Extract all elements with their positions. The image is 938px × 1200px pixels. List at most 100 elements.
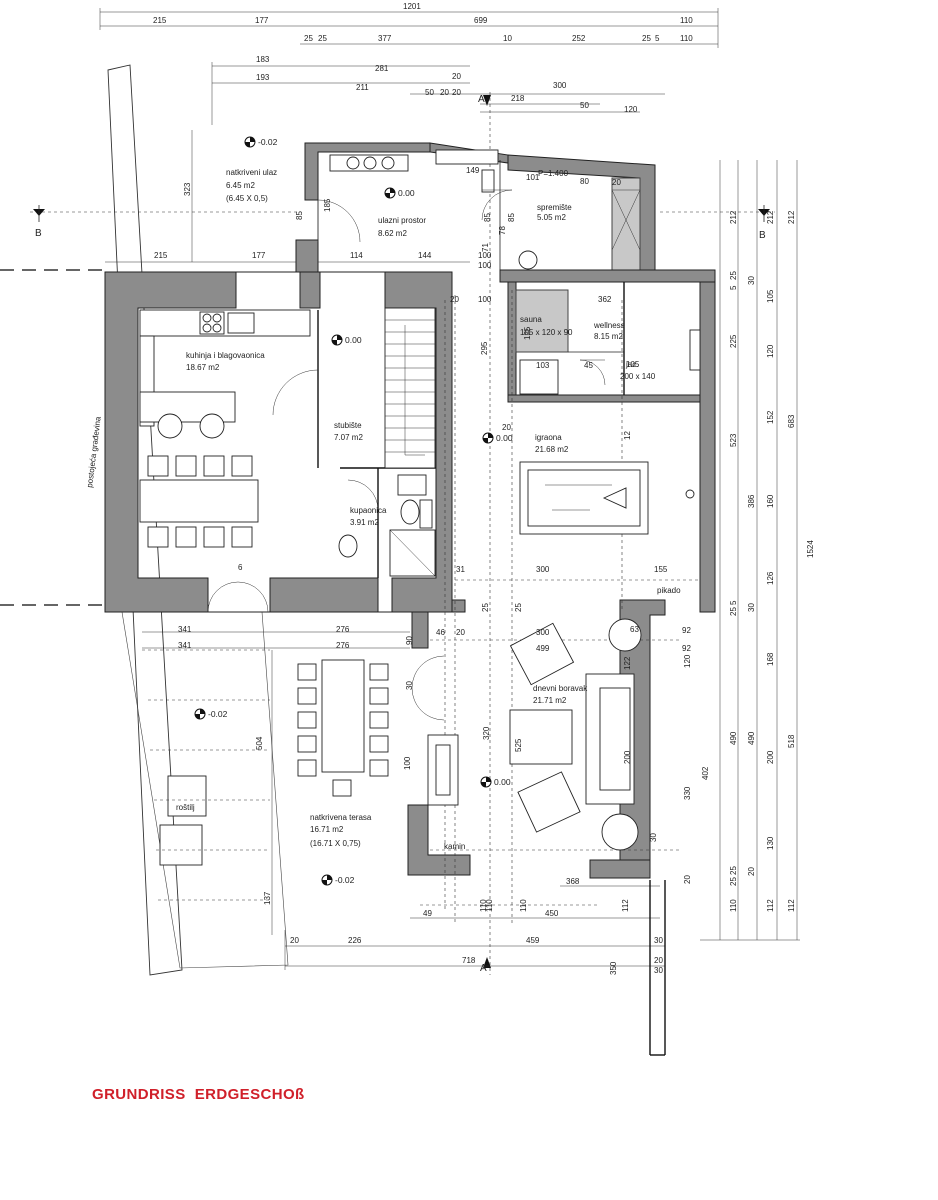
dim-left-114: 114: [350, 251, 363, 260]
dim-right-126: 126: [766, 571, 775, 585]
room-dnevni-boravak: dnevni boravak 21.71 m2: [533, 684, 588, 705]
dim-inner: 78: [498, 226, 507, 235]
room-area: 18.67 m2: [186, 363, 220, 372]
dim-inner: 100: [403, 756, 412, 770]
dim-inner: 25: [481, 603, 490, 612]
dim-top-110: 110: [680, 16, 693, 25]
dim-top-193: 193: [256, 73, 270, 82]
dim-inner: 71: [481, 243, 490, 252]
dim-inner: 85: [295, 211, 304, 220]
dim-top-20c: 20: [452, 88, 461, 97]
room-stubiste: stubište 7.07 m2: [334, 421, 363, 442]
dim-bottom-20b: 20: [654, 956, 663, 965]
level-value: -0.02: [208, 709, 228, 719]
dim-right-120b: 120: [683, 654, 692, 668]
level-value: 0.00: [494, 777, 511, 787]
dim-inner: 300: [536, 628, 550, 637]
dim-bottom-350: 350: [609, 961, 618, 975]
room-wellness: wellness 8.15 m2: [593, 321, 625, 341]
dim-top-215: 215: [153, 16, 167, 25]
dim-left-341b: 341: [178, 641, 192, 650]
room-name: stubište: [334, 421, 362, 430]
dim-inner: 20: [502, 423, 511, 432]
room-area: 7.07 m2: [334, 433, 363, 442]
dim-inner: 6: [238, 563, 243, 572]
dim-inner: 499: [536, 644, 550, 653]
dim-bottom-110b: 110: [519, 899, 528, 912]
entry-fixtures: [317, 149, 641, 270]
dim-right-25: 25: [729, 271, 738, 280]
level-marker: [384, 187, 396, 199]
dim-right-110: 110: [729, 899, 738, 912]
room-kupaonica: kupaonica 3.91 m2: [350, 506, 387, 527]
dim-right-168: 168: [766, 652, 775, 666]
room-extra: (16.71 X 0,75): [310, 839, 361, 848]
dim-inner: 45: [584, 361, 593, 370]
dim-bottom-112: 112: [621, 899, 630, 912]
dim-inner: 105: [626, 360, 640, 369]
dim-inner: 362: [598, 295, 612, 304]
dim-inner: 63: [630, 625, 639, 634]
dim-inner: 320: [482, 726, 491, 740]
room-name: spremište: [537, 203, 572, 212]
dim-right-30b: 30: [747, 603, 756, 612]
level-marker: [482, 432, 494, 444]
dim-inner: 100: [478, 295, 492, 304]
dim-inner: 295: [480, 341, 489, 355]
terrace-fixtures: [142, 649, 445, 901]
top-dimension-lines: [99, 8, 719, 125]
living-fixtures: [427, 618, 642, 851]
dim-inner: 46: [436, 628, 445, 637]
dim-top-218: 218: [511, 94, 525, 103]
dim-top-252: 252: [572, 34, 586, 43]
right-dimension-lines: [700, 160, 800, 941]
dim-left-341a: 341: [178, 625, 192, 634]
dim-inner: 30: [405, 681, 414, 690]
room-name: jac.: [625, 360, 638, 369]
room-kuhinja: kuhinja i blagovaonica 18.67 m2: [186, 351, 265, 372]
dim-right-330: 330: [683, 786, 692, 800]
dim-inner: 92: [682, 626, 691, 635]
level-marker: [321, 874, 333, 886]
room-igraona: igraona 21.68 m2: [535, 433, 569, 454]
level-value: 0.00: [345, 335, 362, 345]
dim-right-20: 20: [683, 875, 692, 884]
dim-right-20b: 20: [747, 867, 756, 876]
dim-bottom-459: 459: [526, 936, 540, 945]
dim-inner: 30: [649, 833, 658, 842]
bottom-dimension-lines: [284, 880, 666, 1056]
dim-right-130: 130: [766, 836, 775, 850]
room-name: igraona: [535, 433, 562, 442]
room-area: 8.62 m2: [378, 229, 407, 238]
dim-bottom-450: 450: [545, 909, 559, 918]
left-dimension-lines: [105, 130, 470, 935]
room-area: 21.68 m2: [535, 445, 569, 454]
room-name: wellness: [593, 321, 625, 330]
dim-right-30: 30: [747, 276, 756, 285]
room-ulazni-prostor: ulazni prostor 8.62 m2: [378, 216, 426, 238]
section-b-right-marker: [660, 205, 775, 222]
postojeca-gradevina-label: postojeća građevina: [85, 416, 103, 489]
dim-inner: 85: [483, 213, 492, 222]
dim-inner: 20: [612, 178, 621, 187]
section-b-left-label: B: [35, 228, 42, 239]
room-area: 200 x 140: [620, 372, 656, 381]
dim-top-25a: 25: [304, 34, 313, 43]
dim-top-25c: 25: [642, 34, 651, 43]
dim-bottom-30b: 30: [654, 966, 663, 975]
dim-right-225: 225: [729, 334, 738, 348]
section-b-right-label: B: [759, 230, 766, 241]
dim-top-211: 211: [356, 83, 369, 92]
dim-inner: 300: [536, 565, 550, 574]
dim-inner: 125: [523, 326, 532, 340]
dim-right-5: 5: [729, 285, 738, 290]
room-name: kupaonica: [350, 506, 387, 515]
dim-right-120: 120: [766, 344, 775, 358]
dim-bottom-718: 718: [462, 956, 476, 965]
section-a-label-bottom: A: [480, 963, 487, 974]
dim-right-1524: 1524: [806, 540, 815, 558]
section-a-marker-bottom: [483, 957, 491, 968]
dim-bottom-110a: 110: [485, 899, 494, 912]
level-value: 0.00: [398, 188, 415, 198]
dim-bottom-368: 368: [566, 877, 580, 886]
